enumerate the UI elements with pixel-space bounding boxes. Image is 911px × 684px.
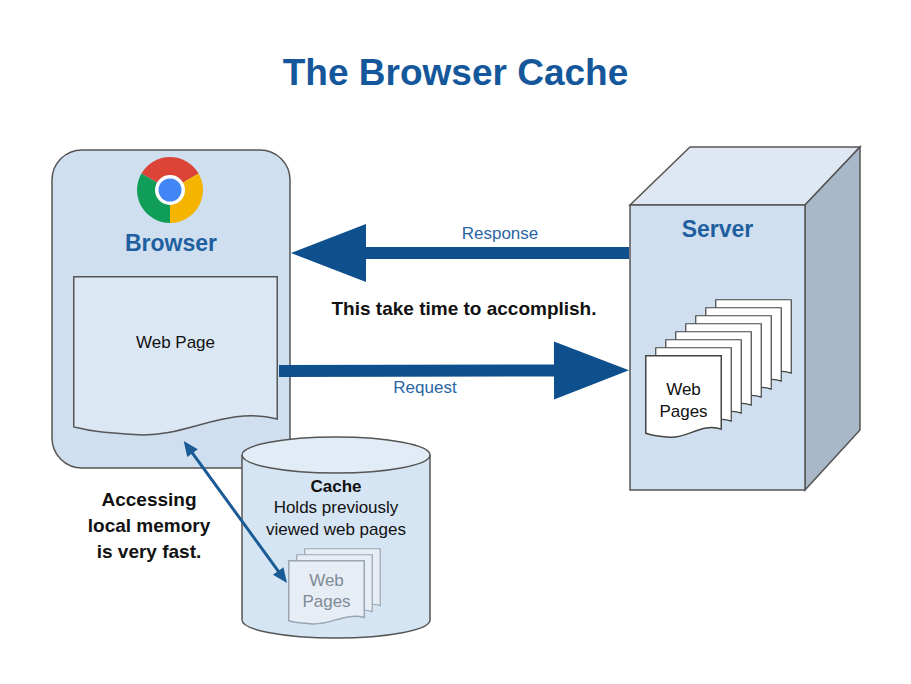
- node-heading: Web Pages: [653, 379, 715, 423]
- node-heading: Server: [638, 216, 798, 243]
- server-box: ServerWeb Pages: [630, 205, 805, 490]
- browser-logo: [130, 150, 210, 230]
- document-shape: [646, 356, 722, 438]
- browser-panel: [52, 150, 290, 468]
- arrow-head: [291, 224, 366, 282]
- server-side: [805, 147, 860, 490]
- logo-center: [159, 179, 182, 202]
- server-front: [630, 205, 805, 490]
- double-arrow: [184, 441, 287, 583]
- arrow-shaft: [279, 364, 556, 377]
- browser-box: BrowserWeb Page: [52, 150, 290, 468]
- cache-cylinder: CacheHolds previously viewed web pagesWe…: [242, 437, 430, 637]
- web-page-document: Web Page: [73, 276, 278, 440]
- node-body: Holds previously viewed web pages: [252, 497, 420, 541]
- document-outline: [73, 276, 278, 440]
- arrow-shaft: [364, 247, 629, 259]
- logo-ring: [155, 175, 185, 205]
- cached-pages-document: Web Pages: [288, 560, 365, 626]
- cylinder-top: [242, 437, 430, 473]
- document-shape: [289, 561, 365, 624]
- block-arrow: [291, 224, 629, 282]
- block-arrow: [279, 341, 629, 399]
- cylinder-body: [242, 455, 430, 638]
- note-text: Accessing local memory is very fast.: [78, 487, 220, 565]
- web-pages-document: Web Pages: [645, 355, 722, 440]
- edge-label: Response: [440, 224, 560, 244]
- arrow-head: [184, 441, 198, 457]
- arrow-head: [273, 567, 287, 583]
- node-heading: Cache: [251, 476, 421, 497]
- document-shape: [74, 277, 278, 435]
- node-heading: Web Page: [86, 333, 266, 353]
- node-heading: Browser: [71, 230, 271, 257]
- diagram-title: The Browser Cache: [0, 52, 911, 94]
- node-heading: Web Pages: [296, 570, 358, 612]
- arrow-head: [554, 341, 629, 399]
- note-text: This take time to accomplish.: [264, 298, 664, 320]
- arrow-shaft: [191, 452, 279, 573]
- edge-label: Request: [365, 378, 485, 398]
